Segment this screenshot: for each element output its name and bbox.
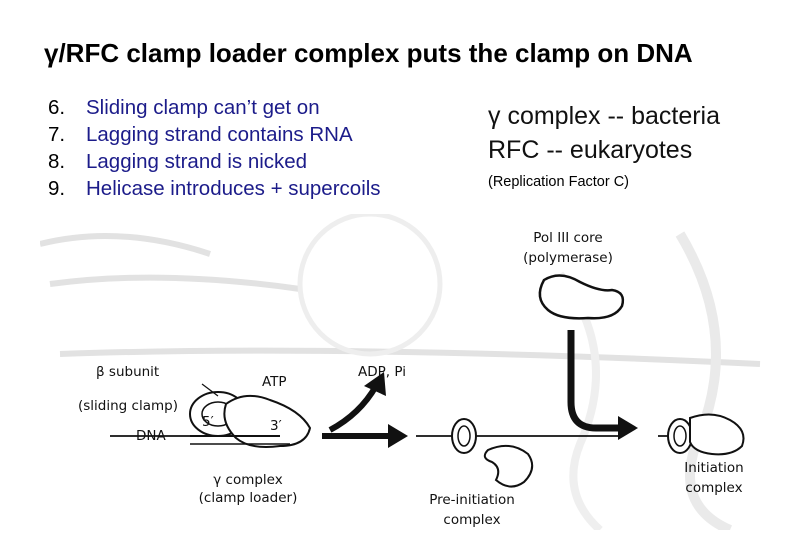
item-number: 7. [48,123,66,146]
beta-label-pointer [201,383,219,397]
polymerase-label: (polymerase) [523,250,613,266]
item-text: Sliding clamp can’t get on [86,96,320,119]
pol-binding-arrowhead [618,416,638,440]
main-reaction-arrowhead [388,424,408,448]
pol-binding-arrow [567,330,624,432]
item-number: 6. [48,96,66,119]
list-item: 7. Lagging strand contains RNA [48,123,381,150]
pol-core-label: Pol III core [533,230,603,246]
beta-subunit-label: β subunit [96,364,160,380]
pre-initiation-label-1: Pre-initiation [429,492,515,508]
gamma-complex-shape [223,394,312,448]
atp-label: ATP [262,374,287,390]
note-bacteria: γ complex -- bacteria [488,102,721,130]
item-text: Lagging strand contains RNA [86,123,353,146]
initiation-label-1: Initiation [684,460,744,476]
gamma-complex-label: γ complex [213,472,283,488]
adp-pi-label: ADP, Pi [358,364,406,380]
list-item: 9. Helicase introduces + supercoils [48,177,381,204]
atp-hydrolysis-arrowhead [364,372,386,396]
initiation-complex [667,413,745,456]
item-number: 9. [48,177,66,200]
clamp-loader-label: (clamp loader) [198,490,298,506]
clamp-loader-assembly [189,383,312,448]
five-prime-label: 5′ [202,414,214,430]
dna-label: DNA [136,428,166,444]
three-prime-label: 3′ [270,418,282,434]
clamp-loading-diagram [40,214,761,530]
slide-title: γ/RFC clamp loader complex puts the clam… [44,38,693,68]
list-item: 8. Lagging strand is nicked [48,150,381,177]
item-text: Lagging strand is nicked [86,150,308,173]
atp-hydrolysis-arrow [328,384,379,433]
clamp-loading-figure: Pol III core (polymerase) β subunit ATP … [40,214,780,530]
issue-list: 6. Sliding clamp can’t get on 7. Lagging s… [48,96,381,204]
list-item: 6. Sliding clamp can’t get on [48,96,381,123]
sliding-clamp-label: (sliding clamp) [78,398,178,414]
item-number: 8. [48,150,66,173]
note-eukaryotes: RFC -- eukaryotes [488,136,693,164]
pre-initiation-label-2: complex [443,512,501,528]
pre-initiation-clamp [451,418,477,454]
released-gamma-complex [483,444,534,488]
item-text: Helicase introduces + supercoils [86,177,381,200]
pol-iii-core-shape [538,274,625,320]
initiation-label-2: complex [685,480,743,496]
note-rfc-expansion: (Replication Factor C) [488,174,630,190]
